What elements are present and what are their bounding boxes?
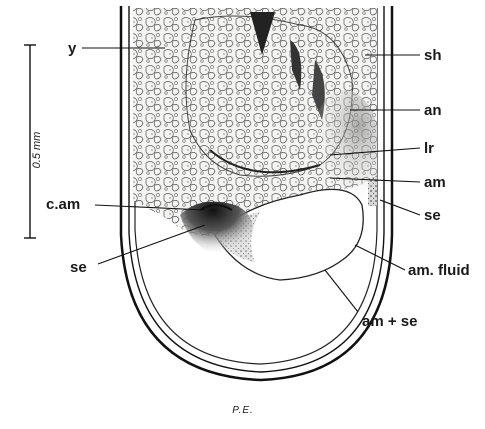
label-serosa-right: se xyxy=(424,207,441,224)
label-cavity-amnion: c.am xyxy=(46,196,80,213)
scale-bar: 0.5 mm xyxy=(24,45,43,238)
artist-initials: P.E. xyxy=(232,405,254,416)
label-shell: sh xyxy=(424,47,442,64)
label-lr: lr xyxy=(424,140,434,157)
label-yolk: y xyxy=(68,40,77,57)
label-amnion: am xyxy=(424,174,446,191)
label-serosa-left: se xyxy=(70,259,87,276)
label-an: an xyxy=(424,102,442,119)
scale-bar-label: 0.5 mm xyxy=(31,132,43,169)
label-amnion-serosa: am + se xyxy=(362,313,417,330)
label-amniotic-fluid: am. fluid xyxy=(408,262,470,279)
